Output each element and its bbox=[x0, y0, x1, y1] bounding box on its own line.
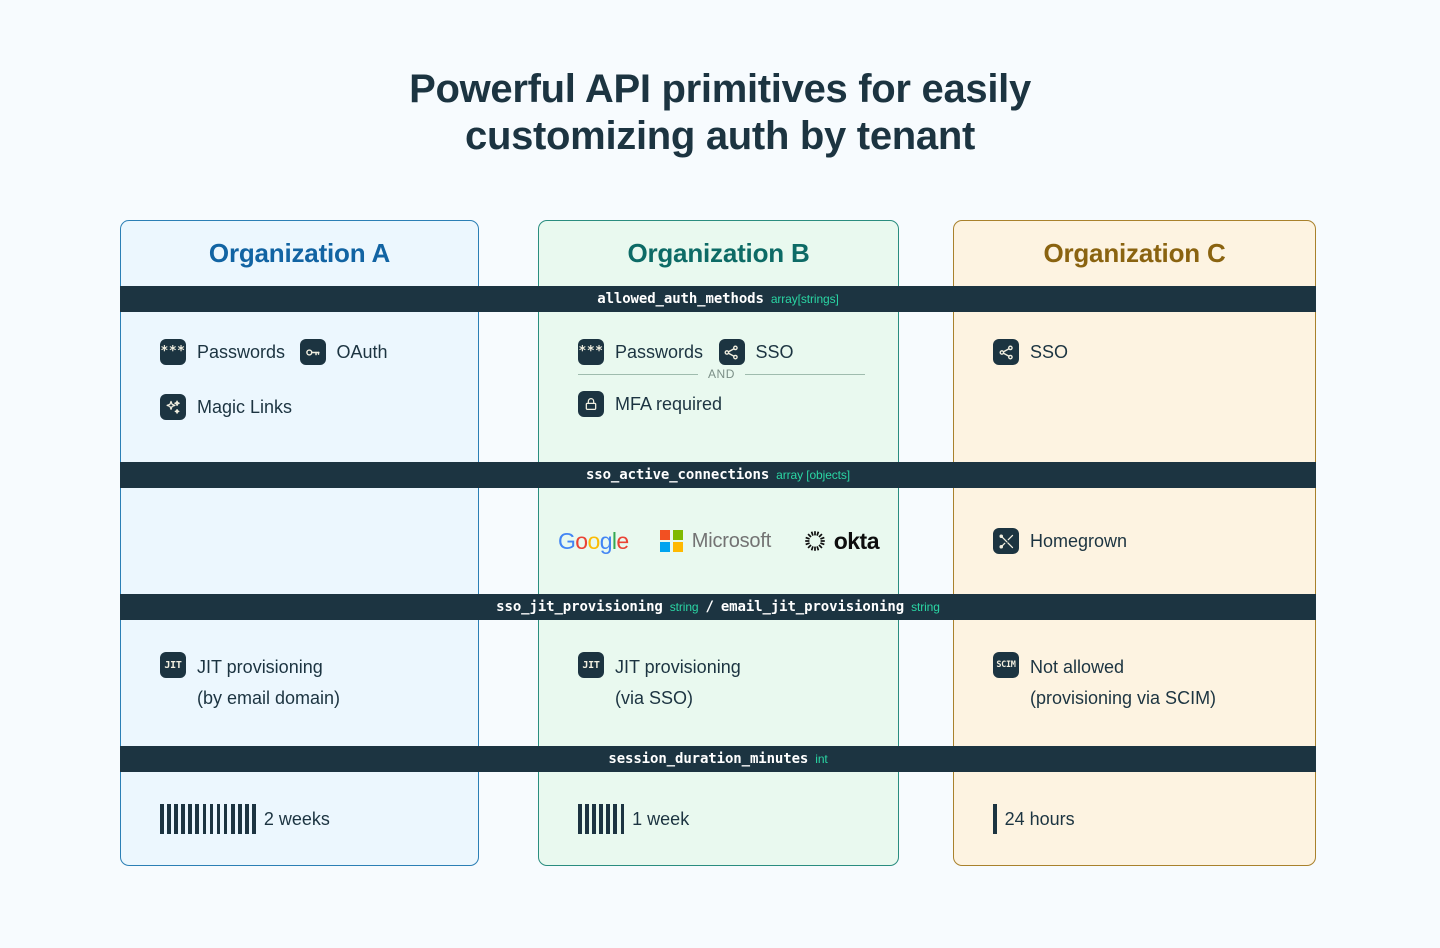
band-field-name: sso_active_connections bbox=[585, 467, 770, 483]
auth-method-item: SSO bbox=[993, 339, 1276, 365]
jit-badge-text: JIT bbox=[164, 659, 182, 671]
cell-org-b-sso-connections: Google Microsoft bbox=[538, 488, 899, 594]
cell-org-c-auth-methods: SSO bbox=[953, 312, 1316, 462]
auth-method-item: *** Passwords bbox=[578, 339, 719, 365]
microsoft-logo: Microsoft bbox=[660, 530, 771, 553]
cell-org-c-session: 24 hours bbox=[953, 772, 1316, 866]
band-field-name: session_duration_minutes bbox=[608, 751, 809, 767]
auth-method-label: Passwords bbox=[197, 341, 286, 362]
jit-label: JIT provisioning bbox=[197, 657, 323, 677]
divider-line-left bbox=[578, 373, 698, 375]
google-logo: Google bbox=[558, 527, 629, 554]
cell-org-b-jit: JIT JIT provisioning (via SSO) bbox=[538, 620, 899, 746]
session-duration-bars bbox=[578, 804, 625, 834]
tools-icon bbox=[993, 528, 1019, 554]
band-allowed-auth-methods: allowed_auth_methods array[strings] bbox=[120, 286, 1316, 312]
microsoft-squares-icon bbox=[660, 529, 683, 553]
cell-org-a-sso-connections bbox=[120, 488, 479, 594]
scim-badge-icon: SCIM bbox=[993, 652, 1019, 678]
column-header-org-b: Organization B bbox=[627, 237, 810, 268]
cell-org-b-auth-methods: *** Passwords bbox=[538, 312, 899, 462]
band-field-type: array[strings] bbox=[770, 292, 839, 306]
share-nodes-icon bbox=[993, 339, 1019, 365]
page-title-line-1: Powerful API primitives for easily bbox=[409, 67, 1031, 111]
band-session-duration: session_duration_minutes int bbox=[120, 746, 1316, 772]
okta-label: okta bbox=[833, 527, 880, 554]
column-header-org-a: Organization A bbox=[208, 237, 391, 268]
jit-badge-icon: JIT bbox=[160, 652, 186, 678]
band-sso-active-connections: sso_active_connections array [objects] bbox=[120, 462, 1316, 488]
band-field-name-2: email_jit_provisioning bbox=[720, 599, 905, 615]
auth-method-label: Magic Links bbox=[197, 396, 293, 417]
key-icon bbox=[299, 339, 326, 365]
session-duration-bars bbox=[993, 804, 997, 834]
session-duration-bars bbox=[160, 804, 256, 834]
auth-method-item: OAuth bbox=[299, 339, 440, 365]
auth-method-item: Magic Links bbox=[160, 394, 300, 420]
cell-org-a-session: 2 weeks bbox=[120, 772, 479, 866]
sso-connection-label: Homegrown bbox=[1030, 530, 1128, 551]
jit-sublabel: (by email domain) bbox=[197, 687, 341, 708]
auth-method-item: *** Passwords bbox=[160, 339, 300, 365]
band-field-type: int bbox=[815, 752, 828, 766]
divider-line-right bbox=[745, 373, 866, 375]
jit-badge-text: JIT bbox=[582, 659, 600, 671]
jit-badge-icon: JIT bbox=[578, 652, 604, 678]
microsoft-label: Microsoft bbox=[691, 529, 772, 552]
jit-sublabel: (provisioning via SCIM) bbox=[1030, 687, 1217, 708]
cell-org-c-jit: SCIM Not allowed (provisioning via SCIM) bbox=[953, 620, 1316, 746]
lock-icon bbox=[578, 391, 604, 417]
cell-org-b-session: 1 week bbox=[538, 772, 899, 866]
auth-method-label: MFA required bbox=[615, 393, 723, 414]
page-title: Powerful API primitives for easily custo… bbox=[0, 66, 1440, 160]
auth-method-item: MFA required bbox=[578, 391, 859, 417]
share-nodes-icon bbox=[718, 339, 745, 365]
tenant-auth-matrix: Organization A Organization B Organizati… bbox=[120, 220, 1316, 866]
jit-label: Not allowed bbox=[1030, 657, 1125, 677]
band-separator: / bbox=[705, 599, 714, 615]
jit-label: JIT provisioning bbox=[615, 657, 741, 677]
auth-method-label: OAuth bbox=[336, 341, 388, 362]
sparkles-icon bbox=[160, 394, 186, 420]
scim-badge-text: SCIM bbox=[996, 660, 1016, 670]
auth-method-label: SSO bbox=[755, 341, 794, 362]
column-header-org-c: Organization C bbox=[1043, 237, 1226, 268]
okta-burst-icon bbox=[804, 531, 825, 551]
band-jit-provisioning: sso_jit_provisioning string / email_jit_… bbox=[120, 594, 1316, 620]
asterisks-icon: *** bbox=[160, 339, 186, 365]
cell-org-a-jit: JIT JIT provisioning (by email domain) bbox=[120, 620, 479, 746]
session-duration-label: 2 weeks bbox=[263, 808, 330, 829]
band-field-type: array [objects] bbox=[776, 468, 851, 482]
and-label: AND bbox=[707, 367, 736, 381]
band-field-name: sso_jit_provisioning bbox=[496, 599, 663, 615]
auth-method-item: SSO bbox=[718, 339, 860, 365]
cell-org-c-sso-connections: Homegrown bbox=[953, 488, 1316, 594]
band-field-type-2: string bbox=[911, 600, 940, 614]
okta-logo: okta bbox=[803, 527, 880, 555]
session-duration-label: 1 week bbox=[632, 808, 690, 829]
and-conjunction-divider: AND bbox=[578, 367, 866, 381]
band-field-name: allowed_auth_methods bbox=[597, 291, 764, 307]
jit-sublabel: (via SSO) bbox=[615, 687, 694, 708]
session-duration-label: 24 hours bbox=[1004, 808, 1075, 829]
auth-method-label: SSO bbox=[1030, 341, 1069, 362]
cell-org-a-auth-methods: *** Passwords bbox=[120, 312, 479, 462]
asterisks-icon: *** bbox=[578, 339, 604, 365]
auth-method-label: Passwords bbox=[615, 341, 704, 362]
band-field-type: string bbox=[669, 600, 699, 614]
page-title-line-2: customizing auth by tenant bbox=[465, 114, 975, 159]
